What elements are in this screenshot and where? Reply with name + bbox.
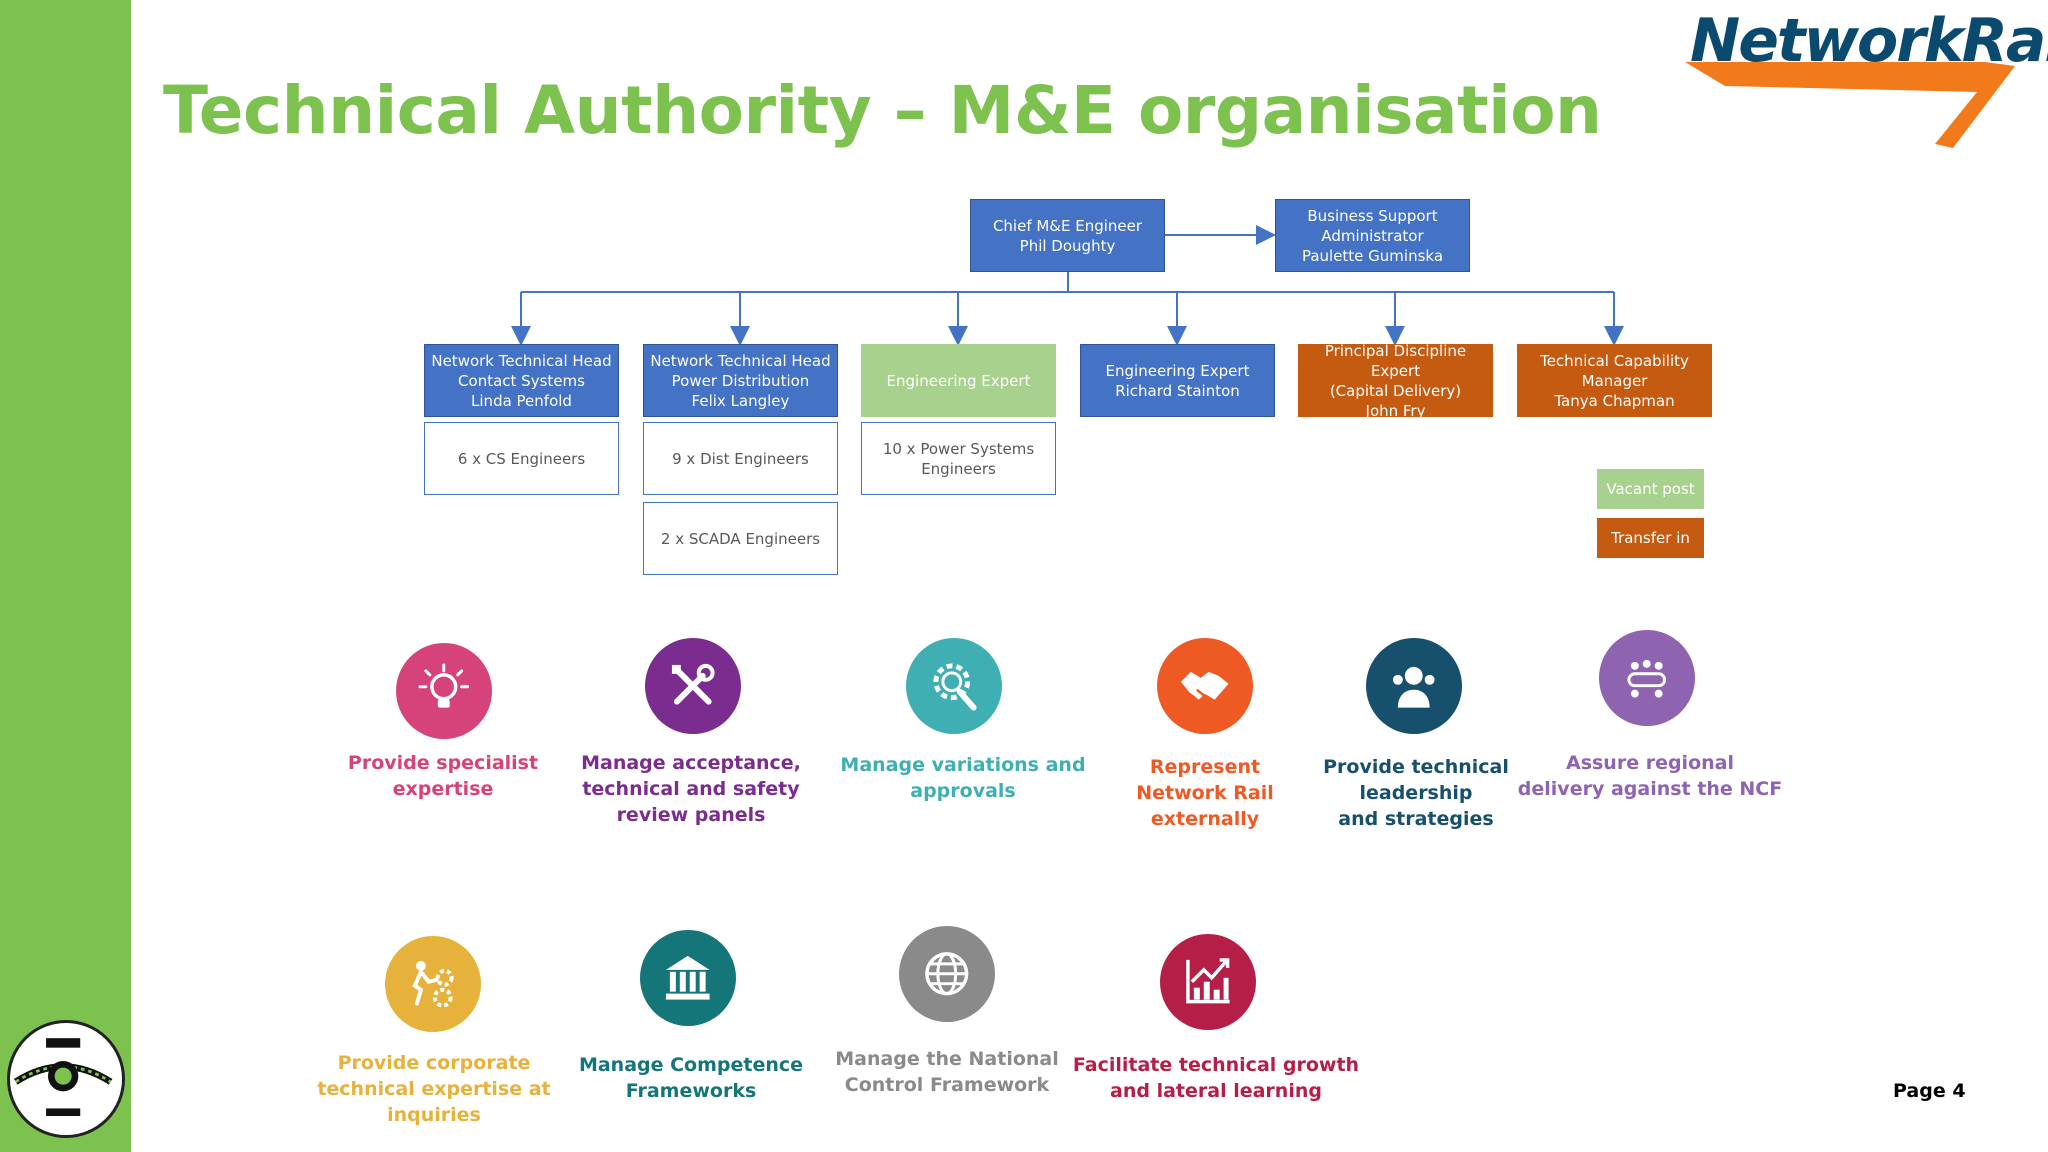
growth-chart-icon [1160,934,1256,1030]
label-line: Provide technical leadership [1323,756,1509,804]
head-line: Principal Discipline Expert [1324,341,1467,380]
head-line: Engineering Expert [886,371,1031,390]
head-line: John Fry [1365,401,1426,420]
label-line: and strategies [1338,808,1494,830]
label-line: Control Framework [844,1074,1050,1096]
globe-network-icon [899,926,995,1022]
left-accent-bar [0,0,131,1152]
head-line: Network Technical Head [431,351,612,370]
head-line: Contact Systems [458,371,585,390]
head-line: Felix Langley [691,391,790,410]
label-line: Network Rail [1136,782,1274,804]
head-line: Manager [1581,371,1648,390]
head-line: Technical Capability [1540,351,1689,370]
label-line: Manage the National [835,1048,1059,1070]
chief-role: Chief M&E Engineer [992,216,1143,235]
head-line: Power Distribution [671,371,810,390]
person-gears-icon [385,936,481,1032]
team-line: 2 x SCADA Engineers [660,529,821,548]
lightbulb-icon [396,643,492,739]
label-line: approvals [910,780,1016,802]
function-label-variations-approvals: Manage variations and approvals [828,752,1098,804]
label-line: expertise [392,778,494,800]
team-leader-icon [1366,638,1462,734]
function-label-review-panels: Manage acceptance, technical and safety re… [556,750,826,828]
page-title: Technical Authority – M&E organisation [163,72,1602,149]
label-line: Provide corporate [337,1052,531,1074]
team-dist-engineers-box: 9 x Dist Engineers [643,422,838,495]
team-scada-engineers-box: 2 x SCADA Engineers [643,502,838,575]
chief-name: Phil Doughty [1019,236,1116,255]
function-label-corporate-expertise: Provide corporate technical expertise at i… [299,1050,569,1128]
head-line: Engineering Expert [1105,361,1250,380]
team-line: 9 x Dist Engineers [672,449,809,468]
meeting-table-icon [1599,630,1695,726]
label-line: delivery against the NCF [1517,778,1783,800]
label-line: Manage acceptance, [581,752,801,774]
gear-magnifier-icon [906,638,1002,734]
admin-role-line-1: Business Support [1307,206,1438,225]
head-line: Network Technical Head [650,351,831,370]
head-line: Tanya Chapman [1554,391,1675,410]
label-line: Represent [1149,756,1261,778]
function-label-assure-regional: Assure regional delivery against the NCF [1515,750,1785,802]
team-cs-engineers-box: 6 x CS Engineers [424,422,619,495]
handshake-icon [1157,638,1253,734]
function-label-specialist-expertise: Provide specialist expertise [308,750,578,802]
team-line: 10 x Power Systems [882,439,1035,458]
legend-transfer-in: Transfer in [1597,518,1704,558]
page-number: Page 4 [1893,1080,1966,1102]
label-line: technical and safety [582,778,800,800]
label-line: Facilitate technical growth [1072,1054,1360,1076]
legend-vacant-post: Vacant post [1597,469,1704,509]
label-line: Provide specialist [347,752,539,774]
label-line: externally [1150,808,1260,830]
team-line: Engineers [921,459,996,478]
label-line: and lateral learning [1110,1080,1322,1102]
admin-role-line-2: Administrator [1321,226,1424,245]
emblem-badge-icon [7,1020,125,1138]
head-line: Richard Stainton [1115,381,1240,400]
function-label-technical-growth: Facilitate technical growth and lateral l… [1066,1052,1366,1104]
network-rail-logo-arrow-icon [1685,62,2015,148]
function-label-leadership-strategies: Provide technical leadership and strategi… [1271,754,1561,832]
team-line: 6 x CS Engineers [457,449,586,468]
label-line: Manage variations and [840,754,1086,776]
head-line: Linda Penfold [471,391,572,410]
head-line: (Capital Delivery) [1329,381,1462,400]
admin-name: Paulette Guminska [1301,246,1444,265]
label-line: review panels [616,804,766,826]
tools-icon [645,638,741,734]
principal-discipline-expert-box: Principal Discipline Expert(Capital Deli… [1298,341,1493,420]
label-line: Assure regional [1565,752,1734,774]
label-line: Frameworks [625,1080,757,1102]
engineering-expert-vacant-box: Engineering Expert [861,344,1056,417]
label-line: Manage Competence [578,1054,804,1076]
label-line: technical expertise at [317,1078,551,1100]
label-line: inquiries [387,1104,481,1126]
institution-icon [640,930,736,1026]
